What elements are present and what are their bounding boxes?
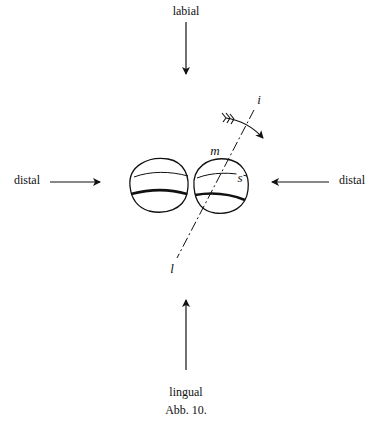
direction-arrow: [185, 300, 186, 370]
axis-letter: i: [256, 93, 262, 107]
rotation-arrow: [222, 113, 263, 138]
direction-label: lingual: [168, 386, 203, 399]
direction-label: distal: [338, 174, 366, 187]
direction-arrow: [272, 181, 329, 182]
axis-letter: l: [169, 262, 175, 276]
figure-caption: Abb. 10.: [164, 404, 208, 417]
point-letter: m: [209, 144, 220, 158]
tooth-section: [194, 159, 248, 214]
direction-arrow: [185, 22, 186, 74]
direction-arrow: [50, 181, 100, 182]
point-letter: s: [236, 171, 243, 185]
axis-line: [177, 110, 254, 258]
direction-label: labial: [172, 5, 201, 18]
tooth-section: [130, 158, 188, 212]
direction-label: distal: [13, 174, 41, 187]
